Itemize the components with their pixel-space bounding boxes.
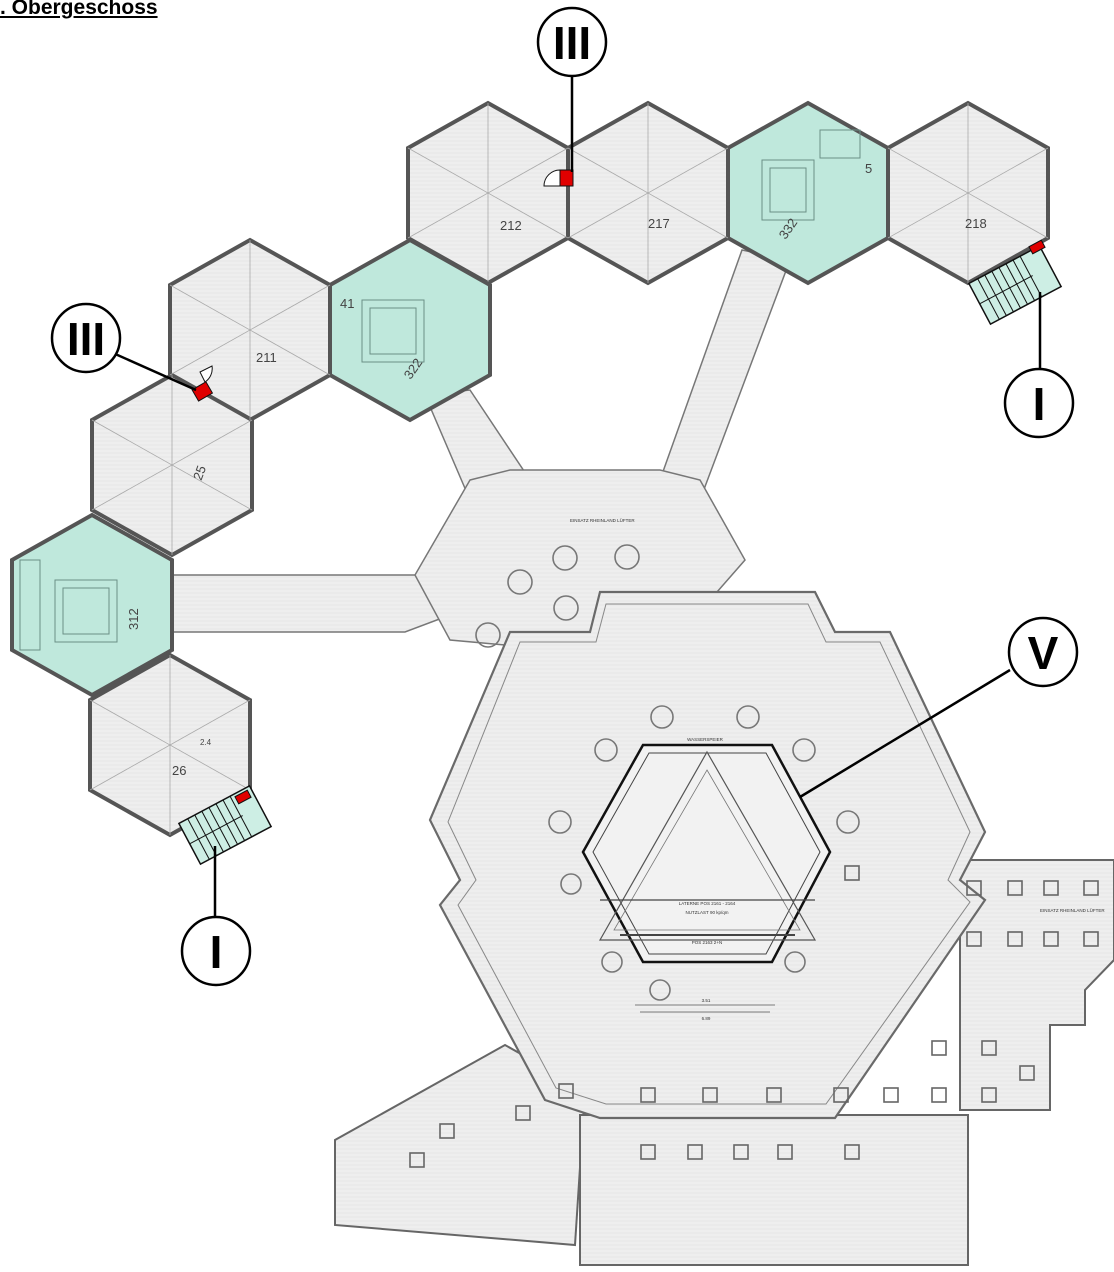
- callout-line-center: [799, 668, 1011, 799]
- room-211-label: 211: [256, 350, 277, 365]
- door-top: [559, 169, 574, 187]
- note-einsatz-right: EINSATZ RHEINLAND LÜFTER: [1040, 907, 1105, 913]
- note-nutzlast: NUTZLAST 90 kp/qm: [686, 910, 729, 915]
- door-left: [191, 381, 214, 402]
- room-312-hex: [10, 512, 174, 698]
- upper-hex-diagonals: [407, 103, 1049, 283]
- lantern-triangle-inner: [613, 769, 801, 931]
- dimension-b: 6.89: [702, 1016, 711, 1021]
- marker-iii-top: [536, 6, 608, 78]
- room-5-label: 5: [865, 161, 872, 176]
- room-25-label: 25: [190, 463, 209, 482]
- room-26-label: 26: [172, 763, 186, 778]
- marker-iii-left: [50, 302, 122, 374]
- central-hall-inner: [447, 603, 971, 1105]
- callout-line-left: [112, 351, 197, 392]
- room-312-label: 312: [126, 608, 141, 630]
- upper-hex-chain: [406, 100, 1050, 286]
- bridge-332: [659, 249, 792, 502]
- door-right: [1028, 239, 1046, 255]
- lantern-hex-outer: [581, 743, 832, 964]
- marker-i-right-label: I: [1033, 378, 1046, 430]
- left-hex-diagonals: [89, 240, 331, 835]
- stair-right: [967, 244, 1063, 326]
- note-einsatz: EINSATZ RHEINLAND LÜFTER: [570, 517, 635, 523]
- lantern-hex-inner: [592, 752, 821, 955]
- note-pos: POS 2163 2+N: [692, 940, 722, 945]
- right-wing: [959, 859, 1114, 1111]
- door-markers: [191, 169, 1046, 805]
- room-218-label: 218: [965, 216, 987, 231]
- room-217-label: 217: [648, 216, 670, 231]
- callout-labels: III III I I V: [67, 17, 1059, 978]
- callouts: [50, 6, 1079, 987]
- marker-iii-left-label: III: [67, 313, 105, 365]
- lantern-triangle: [598, 750, 817, 941]
- marker-iii-top-label: III: [553, 17, 591, 69]
- marker-i-left-label: I: [210, 926, 223, 978]
- marker-v-center-label: V: [1028, 627, 1059, 679]
- marker-v-center: [1007, 616, 1079, 688]
- stair-left: [177, 784, 273, 866]
- dimension-a: 3.51: [702, 998, 711, 1003]
- lower-center-block: [579, 1114, 969, 1266]
- room-extra-label: 2.4: [200, 738, 212, 747]
- note-laterne: LATERNE POS 2161 - 2164: [679, 901, 736, 906]
- square-columns: [409, 865, 1099, 1168]
- page-title: . Obergeschoss: [0, 0, 158, 19]
- room-212-label: 212: [500, 218, 522, 233]
- note-wasserspeier: WASSERSPEIER: [687, 737, 724, 742]
- central-columns: [475, 544, 860, 1001]
- room-41-label: 41: [340, 296, 354, 311]
- marker-i-left: [180, 915, 252, 987]
- marker-i-right: [1003, 367, 1075, 439]
- central-hall: WASSERSPEIER LATERNE POS 2161 - 2164 NUT…: [409, 517, 1105, 1168]
- furniture-sketch: [19, 129, 861, 651]
- door-stair-left: [234, 789, 252, 805]
